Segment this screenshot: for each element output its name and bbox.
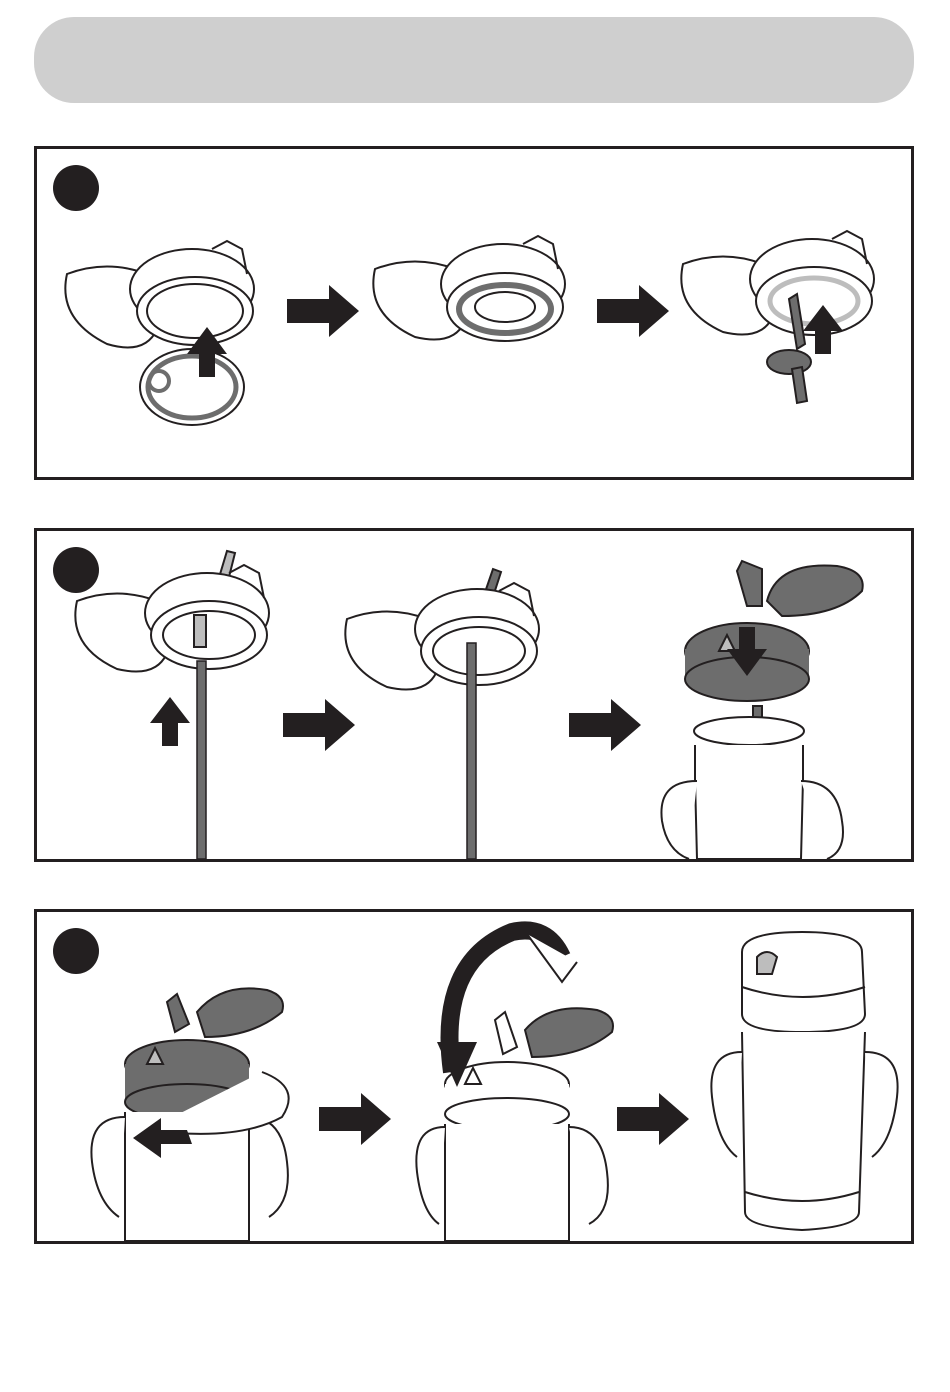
step-3-illustration: [37, 912, 911, 1241]
lid-with-straw-attached: [345, 569, 539, 690]
arrow-up-icon: [150, 697, 190, 746]
header-bar: [34, 17, 914, 103]
bottle-close-lid: [416, 930, 613, 1241]
step-3-panel: [34, 909, 914, 1244]
arrow-right-icon: [287, 285, 359, 337]
step-2-illustration: [37, 531, 911, 859]
bottle-closed: [711, 932, 897, 1230]
lid-with-seal-installed: [373, 236, 565, 341]
arrow-right-icon: [597, 285, 669, 337]
arrow-right-icon: [617, 1093, 689, 1145]
bottle-screw-lid: [91, 988, 288, 1241]
step-2-panel: [34, 528, 914, 862]
arrow-right-icon: [319, 1093, 391, 1145]
bottle-with-lid-placement: [661, 561, 862, 859]
step-1-illustration: [37, 149, 911, 477]
straw-tube: [467, 643, 476, 859]
arrow-right-icon: [569, 699, 641, 751]
straw-tube: [197, 661, 206, 859]
lid-with-straw-insert: [75, 551, 269, 672]
lid-with-seal-ring: [65, 241, 254, 425]
arrow-right-icon: [283, 699, 355, 751]
step-1-panel: [34, 146, 914, 480]
lid-with-valve: [681, 231, 874, 335]
